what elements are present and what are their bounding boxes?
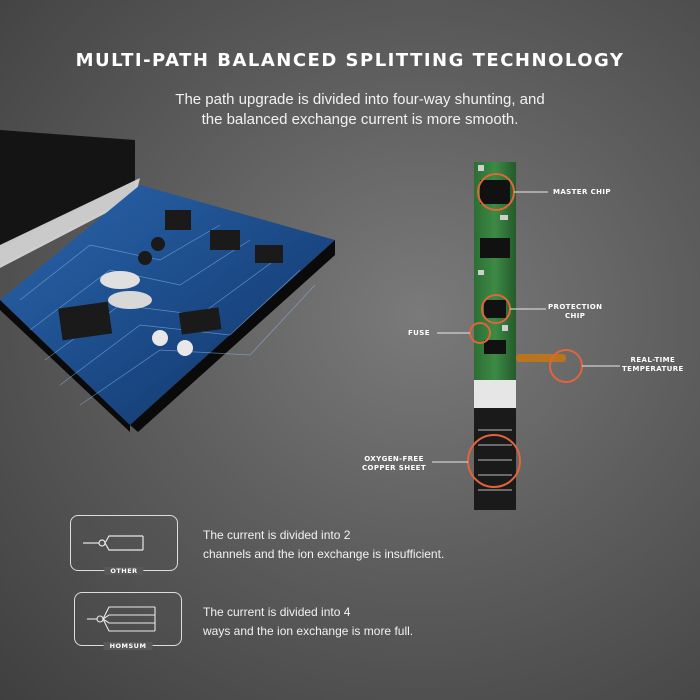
comparison-tag-other: OTHER (104, 567, 144, 575)
comparison-tag-homsum: HOMSUM (103, 642, 153, 650)
page-subtitle: The path upgrade is divided into four-wa… (120, 90, 600, 130)
label-copper-line-2: COPPER SHEET (362, 464, 426, 472)
comparison-other-line-1: The current is divided into 2 (203, 528, 351, 542)
highlight-temperature (549, 349, 583, 383)
comparison-box-homsum: HOMSUM (74, 592, 182, 650)
four-way-icon (87, 606, 156, 632)
label-temperature-line-2: TEMPERATURE (622, 365, 684, 373)
label-temperature: REAL-TIME TEMPERATURE (622, 356, 684, 374)
comparison-text-homsum: The current is divided into 4 ways and t… (203, 603, 413, 641)
label-master-chip: MASTER CHIP (553, 188, 611, 196)
battery-pcb-vertical (474, 162, 566, 510)
two-channel-icon (83, 535, 144, 551)
comparison-homsum-line-1: The current is divided into 4 (203, 605, 351, 619)
label-protection-line-1: PROTECTION (548, 303, 603, 311)
comparison-box-other: OTHER (70, 515, 178, 575)
subtitle-line-2: the balanced exchange current is more sm… (201, 111, 519, 128)
subtitle-line-1: The path upgrade is divided into four-wa… (175, 91, 545, 108)
comparison-text-other: The current is divided into 2 channels a… (203, 526, 444, 564)
label-protection-line-2: CHIP (565, 312, 586, 320)
label-temperature-line-1: REAL-TIME (630, 356, 676, 364)
comparison-other-line-2: channels and the ion exchange is insuffi… (203, 547, 445, 561)
label-copper-line-1: OXYGEN-FREE (364, 455, 424, 463)
battery-pcb-left (0, 130, 335, 432)
label-copper-sheet: OXYGEN-FREE COPPER SHEET (362, 455, 426, 473)
highlight-copper-sheet (467, 434, 521, 488)
label-fuse: FUSE (408, 329, 430, 337)
label-protection-chip: PROTECTION CHIP (548, 303, 602, 321)
page-title: MULTI-PATH BALANCED SPLITTING TECHNOLOGY (75, 50, 625, 71)
comparison-homsum-line-2: ways and the ion exchange is more full. (203, 624, 414, 638)
